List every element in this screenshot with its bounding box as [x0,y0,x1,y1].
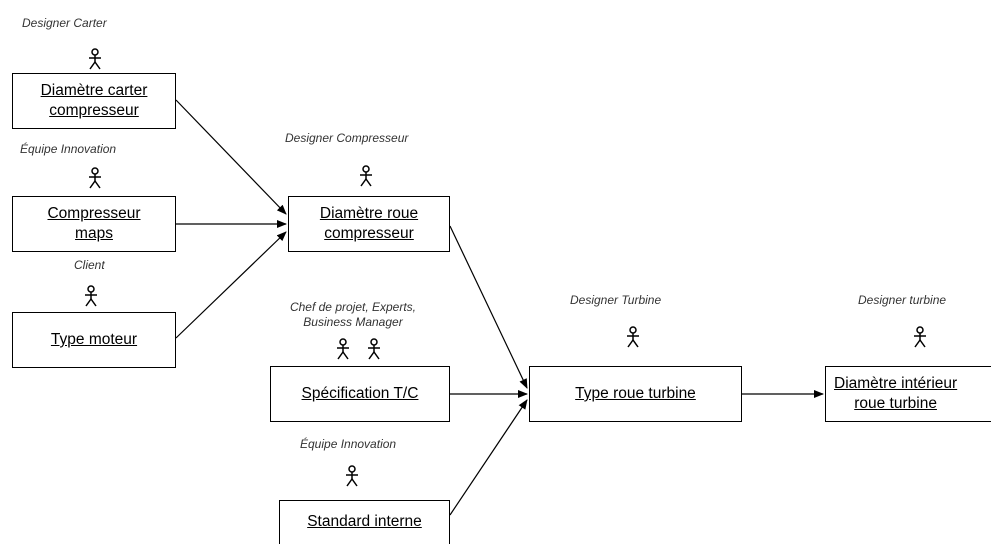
node-label: Type moteur [50,331,138,348]
person-icon [360,165,372,187]
node-label: Diamètre roue compresseur [319,205,419,242]
node-label: Spécification T/C [301,385,419,402]
person-icon [368,338,380,360]
edge-type-moteur-to-diametre-roue-compresseur [175,231,287,339]
actor-label: Équipe Innovation [20,142,117,156]
actor-label: Designer turbine [858,293,947,307]
node-label: Compresseur maps [47,205,141,242]
person-icon [89,48,101,70]
actor-label: Designer Compresseur [285,131,409,145]
actor-label: Client [74,258,105,272]
node-type-roue-turbine: Type roue turbine [529,366,742,422]
edge-diametre-carter-to-diametre-roue-compresseur [175,99,287,215]
node-specification-tc: Spécification T/C [270,366,450,422]
person-icon [914,326,926,348]
edge-standard-interne-to-type-roue-turbine [449,399,528,516]
actor-label: Designer Carter [22,16,107,30]
node-diametre-carter: Diamètre carter compresseur [12,73,176,129]
person-icon [627,326,639,348]
node-label: Diamètre carter compresseur [40,82,148,119]
node-compresseur-maps: Compresseur maps [12,196,176,252]
node-label: Diamètre intérieur roue turbine [834,375,958,412]
node-label: Standard interne [307,513,422,530]
node-standard-interne: Standard interne [279,500,450,544]
person-icon [346,465,358,487]
person-icon [337,338,349,360]
actor-label: Équipe Innovation [300,437,397,451]
person-icon [85,285,97,307]
edge-diametre-roue-compresseur-to-type-roue-turbine [449,225,528,389]
node-diametre-interieur: Diamètre intérieur roue turbine [825,366,991,422]
node-diametre-roue-compresseur: Diamètre roue compresseur [288,196,450,252]
node-type-moteur: Type moteur [12,312,176,368]
node-label: Type roue turbine [575,385,696,402]
person-icon [89,167,101,189]
actor-label: Designer Turbine [570,293,662,307]
actor-label: Chef de projet, Experts, Business Manage… [289,300,417,329]
